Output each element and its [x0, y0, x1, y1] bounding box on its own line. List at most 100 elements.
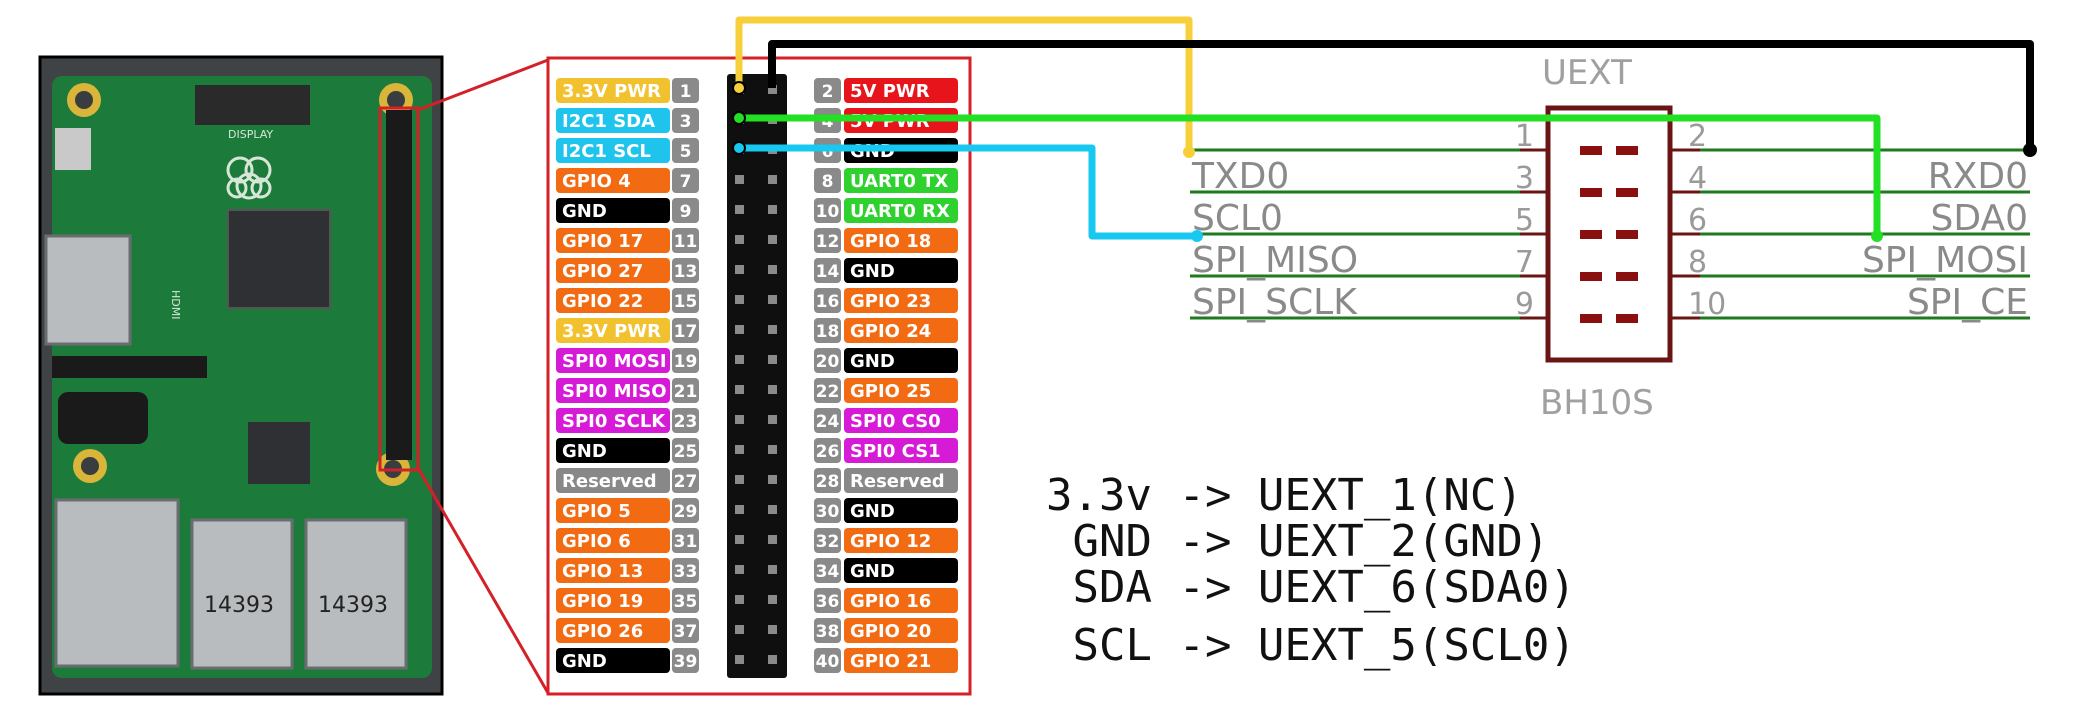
uext-pin-number-right: 6	[1688, 203, 1707, 238]
pin-hole	[735, 535, 744, 544]
pin-label: 3.3V PWR	[562, 321, 661, 342]
pin-label-box	[556, 468, 670, 493]
uext-signal-right: SDA0	[1931, 198, 2028, 239]
uext-pin-number-right: 8	[1688, 245, 1707, 280]
pin-label-box	[844, 318, 958, 343]
pin-hole	[735, 355, 744, 364]
uext-pin-number-right: 4	[1688, 161, 1707, 196]
wire-endpoint	[2023, 143, 2037, 157]
header-pin-17: 3.3V PWR 17	[556, 318, 699, 343]
callout-line-bottom	[416, 467, 550, 694]
header-pin-26: SPI0 CS1 26	[814, 438, 958, 463]
uext-signal-left: TXD0	[1191, 156, 1289, 197]
pin-label-box	[556, 138, 670, 163]
pin-hole	[768, 655, 777, 664]
pin-number-box	[672, 588, 699, 613]
pin-label-box	[844, 78, 958, 103]
pin-label-box	[556, 348, 670, 373]
pin-label-box	[556, 228, 670, 253]
wire-scl-cyan	[739, 144, 1197, 240]
uext-row: 3 4 TXD0 RXD0	[1190, 156, 2030, 197]
pin-label: SPI0 MOSI	[562, 351, 667, 372]
pin-number-box	[672, 288, 699, 313]
pin-label: GND	[850, 561, 895, 582]
pin-number-box	[814, 168, 841, 193]
hdmi-silkscreen: HDMI	[169, 290, 182, 319]
uext-pad	[1580, 188, 1602, 197]
pin-number: 33	[674, 562, 698, 582]
pin-label-box	[556, 588, 670, 613]
pin-hole	[768, 265, 777, 274]
camera-connector	[52, 356, 207, 378]
pin-number: 8	[822, 172, 834, 192]
uext-pad	[1616, 230, 1638, 239]
pin-label: SPI0 CS1	[850, 441, 941, 462]
pin-label: GPIO 24	[850, 321, 931, 342]
pin-label-box	[556, 288, 670, 313]
pin-label: I2C1 SCL	[562, 141, 651, 162]
pin-number: 19	[674, 352, 698, 372]
pin-hole	[735, 475, 744, 484]
pin-number: 37	[674, 622, 698, 642]
pin-hole	[735, 625, 744, 634]
pin-hole	[735, 595, 744, 604]
pin-number-box	[814, 438, 841, 463]
pin-number-box	[672, 198, 699, 223]
pin-label-box	[556, 408, 670, 433]
pin-hole	[768, 85, 777, 94]
pin-number: 17	[674, 322, 698, 342]
pin-number: 32	[816, 532, 840, 552]
header-pin-holes	[735, 85, 777, 664]
pin-hole	[735, 175, 744, 184]
wire-3v3-yellow	[735, 16, 1193, 152]
uext-pad	[1616, 314, 1638, 323]
pin-hole	[768, 385, 777, 394]
pin-hole	[768, 205, 777, 214]
uext-pin-number-left: 3	[1515, 161, 1534, 196]
uext-title: UEXT	[1542, 53, 1632, 93]
pin-hole	[768, 415, 777, 424]
pin-label: GPIO 27	[562, 261, 643, 282]
usb-port	[304, 518, 408, 670]
pin-number: 27	[674, 472, 698, 492]
pin-number: 6	[822, 142, 834, 162]
pin-label-box	[844, 258, 958, 283]
usb-port	[190, 518, 294, 670]
pin-number-box	[814, 348, 841, 373]
pin-label-box	[556, 258, 670, 283]
pin-number-box	[814, 78, 841, 103]
pin-number-box	[814, 318, 841, 343]
callout-line-top	[417, 58, 549, 112]
pin-number: 25	[674, 442, 698, 462]
pin-number: 31	[674, 532, 698, 552]
header-pin-8: UART0 TX8	[814, 168, 958, 193]
pin-number-box	[672, 168, 699, 193]
pin-number-box	[672, 618, 699, 643]
raspberry-logo	[226, 156, 272, 200]
pin-number-box	[814, 468, 841, 493]
pin-label-box	[844, 648, 958, 673]
pin-label: GPIO 25	[850, 381, 931, 402]
uext-pin-number-left: 1	[1515, 119, 1534, 154]
uext-signal-right: RXD0	[1928, 156, 2028, 197]
pin-hole	[735, 325, 744, 334]
pin-hole	[735, 565, 744, 574]
mapping-line-1: 3.3v -> UEXT_1(NC)	[1046, 470, 1523, 521]
pin-number: 26	[816, 442, 840, 462]
pin-hole	[768, 505, 777, 514]
pin-number-box	[672, 528, 699, 553]
